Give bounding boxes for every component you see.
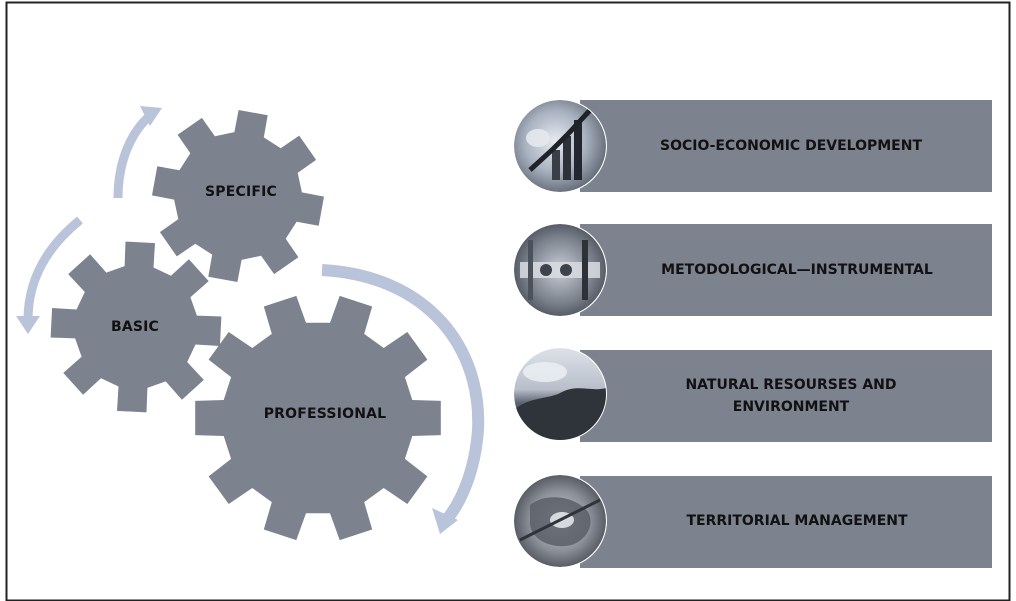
- area-label-territorial: TERRITORIAL MANAGEMENT: [686, 513, 908, 529]
- area-row-methodological: METODOLOGICAL—INSTRUMENTAL: [513, 223, 992, 317]
- map-icon: [514, 475, 606, 567]
- area-bar: [580, 350, 992, 442]
- arrowhead-right: [432, 508, 458, 534]
- instruments-icon: [514, 224, 606, 316]
- area-bar: [580, 224, 992, 316]
- area-row-natural-resources: NATURAL RESOURSES AND ENVIRONMENT: [513, 347, 992, 442]
- cycle-arrows: [16, 106, 485, 534]
- area-label-methodological: METODOLOGICAL—INSTRUMENTAL: [661, 262, 933, 278]
- area-label-natural-resources-line1: NATURAL RESOURSES AND: [685, 377, 896, 393]
- area-label-socio-economic: SOCIO-ECONOMIC DEVELOPMENT: [660, 138, 922, 154]
- area-row-socio-economic: SOCIO-ECONOMIC DEVELOPMENT: [513, 99, 992, 193]
- gear-professional-label: PROFESSIONAL: [264, 406, 387, 422]
- gear-professional: [195, 295, 441, 541]
- arrow-around-professional: [321, 264, 485, 522]
- gears-group: SPECIFIC BASIC PROFESSIONAL: [50, 110, 441, 541]
- gear-specific: [152, 110, 324, 282]
- gear-specific-label: SPECIFIC: [205, 184, 277, 200]
- landscape-icon: [514, 348, 606, 440]
- growth-chart-icon: [514, 100, 606, 192]
- area-bar: [580, 476, 992, 568]
- areas-list: SOCIO-ECONOMIC DEVELOPMENT METODOLOGICAL: [513, 99, 992, 568]
- arrow-down-to-basic: [23, 216, 83, 321]
- arrowhead-up: [140, 106, 162, 126]
- gear-basic-label: BASIC: [111, 319, 159, 335]
- arrow-up-to-specific: [113, 110, 155, 199]
- gear-basic: [50, 241, 222, 413]
- arrowhead-left: [16, 316, 40, 334]
- area-label-natural-resources-line2: ENVIRONMENT: [733, 399, 850, 415]
- area-row-territorial: TERRITORIAL MANAGEMENT: [513, 474, 992, 568]
- area-bar: [580, 100, 992, 192]
